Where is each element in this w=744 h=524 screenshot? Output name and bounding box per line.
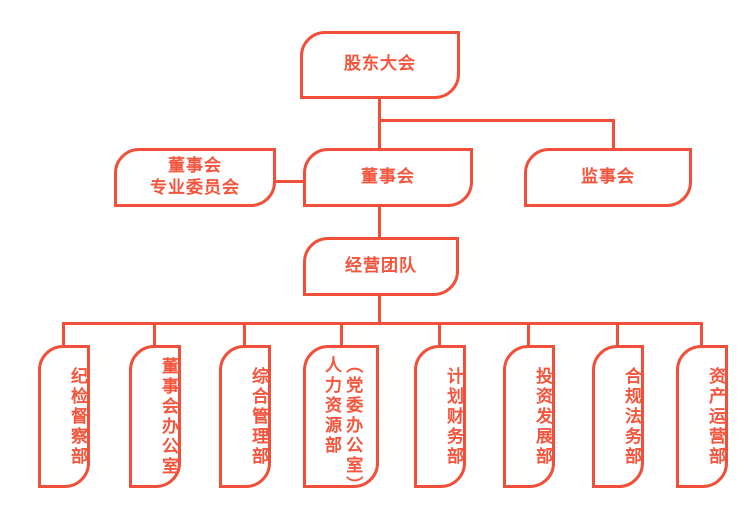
- connector-drop-dept-1: [62, 322, 65, 347]
- node-management-team-label: 经营团队: [345, 255, 417, 276]
- node-shareholders-meeting[interactable]: 股东大会: [300, 31, 460, 99]
- node-department-2-label: 董事会办公室: [158, 356, 178, 477]
- node-board-committees[interactable]: 董事会 专业委员会: [114, 148, 276, 207]
- node-department-4-sublabel: （党委办公室）: [342, 356, 363, 496]
- node-department-4-label: 人力资源部: [321, 356, 341, 456]
- connector-drop-dept-5: [438, 322, 441, 347]
- node-department-5[interactable]: 计划财务部: [414, 345, 466, 488]
- node-department-4[interactable]: 人力资源部 （党委办公室）: [303, 345, 379, 496]
- connector-drop-dept-2: [153, 322, 156, 347]
- node-department-3[interactable]: 综合管理部: [219, 345, 271, 488]
- node-department-6[interactable]: 投资发展部: [503, 345, 555, 488]
- node-department-8-label: 资产运营部: [705, 366, 725, 467]
- node-department-7[interactable]: 合规法务部: [592, 345, 644, 488]
- node-shareholders-meeting-label: 股东大会: [344, 54, 416, 75]
- connector-shareholders-to-board: [378, 119, 381, 150]
- node-department-6-label: 投资发展部: [532, 366, 552, 467]
- node-board-of-directors[interactable]: 董事会: [303, 148, 473, 207]
- connector-drop-dept-7: [616, 322, 619, 347]
- connector-board-to-committees: [272, 180, 305, 183]
- node-department-1-label: 纪检督察部: [67, 366, 87, 467]
- connector-shareholders-down: [378, 97, 381, 122]
- node-board-of-supervisors[interactable]: 监事会: [524, 148, 692, 207]
- node-department-7-label: 合规法务部: [621, 366, 641, 467]
- connector-drop-dept-3: [243, 322, 246, 347]
- connector-board-to-management: [378, 206, 381, 239]
- connector-supervisors-down: [612, 119, 615, 150]
- node-management-team[interactable]: 经营团队: [303, 237, 459, 296]
- connector-management-down: [378, 295, 381, 324]
- node-board-committees-label-line1: 董事会: [168, 156, 222, 177]
- node-board-of-directors-label: 董事会: [361, 166, 415, 187]
- node-department-3-label: 综合管理部: [248, 366, 268, 467]
- node-board-of-supervisors-label: 监事会: [581, 166, 635, 187]
- connector-shareholders-to-supervisors: [378, 119, 615, 122]
- connector-department-bus: [62, 322, 703, 325]
- connector-drop-dept-8: [700, 322, 703, 347]
- node-department-1[interactable]: 纪检督察部: [38, 345, 90, 488]
- node-department-5-label: 计划财务部: [443, 366, 463, 467]
- connector-drop-dept-4: [340, 322, 343, 347]
- node-board-committees-label-line2: 专业委员会: [150, 177, 240, 198]
- connector-drop-dept-6: [527, 322, 530, 347]
- node-department-2[interactable]: 董事会办公室: [129, 345, 181, 488]
- node-department-8[interactable]: 资产运营部: [676, 345, 728, 488]
